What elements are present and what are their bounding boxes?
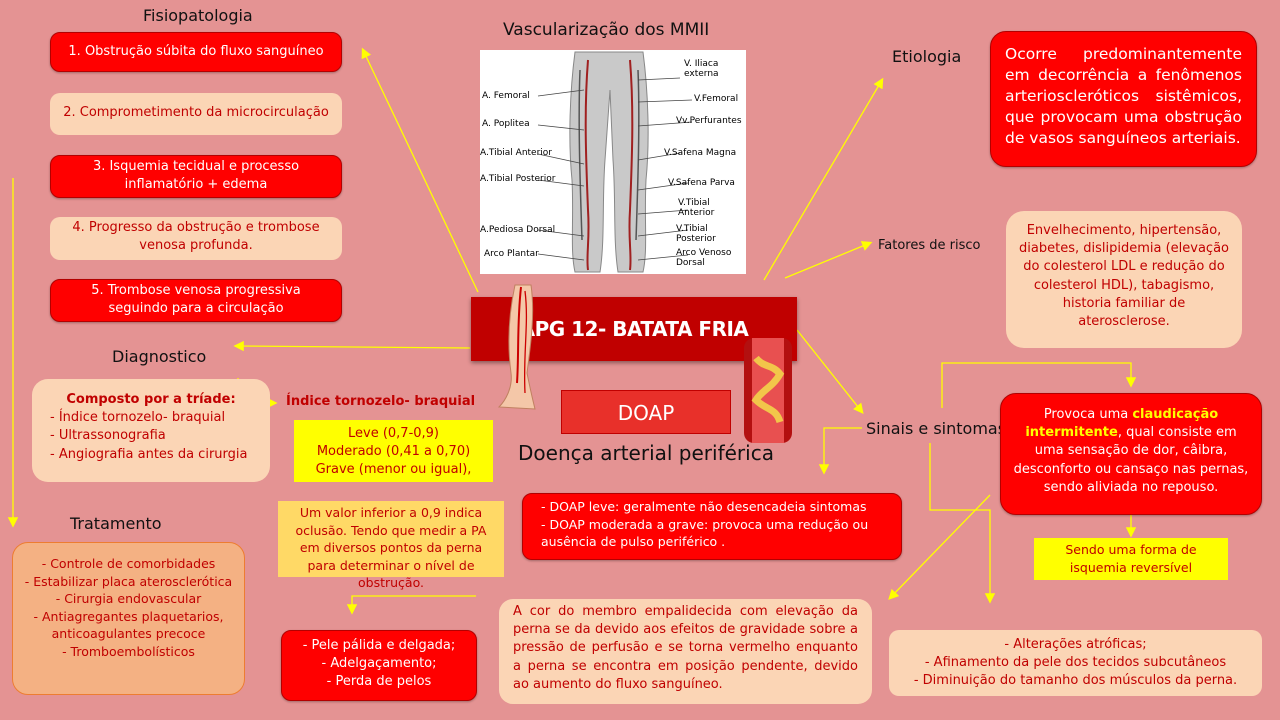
vessel-right-7: Arco Venoso Dorsal <box>676 249 736 269</box>
tratamento-item: Controle de comorbidades <box>19 555 238 573</box>
doap-severity-item: DOAP moderada a grave: provoca uma reduç… <box>541 516 889 551</box>
fisiopatologia-heading: Fisiopatologia <box>143 6 253 25</box>
itb-title: Índice tornozelo- braquial <box>286 394 475 409</box>
vessel-left-2: A.Tibial Anterior <box>480 149 552 158</box>
cor-membro-box: A cor do membro empalidecida com elevaçã… <box>499 599 872 704</box>
vessel-right-5: V.Tibial Anterior <box>678 199 728 219</box>
tratamento-heading: Tratamento <box>70 514 162 533</box>
diagnostico-item: Ultrassonografia <box>50 427 260 445</box>
claudicacao-prefix: Provoca uma <box>1044 407 1133 422</box>
itb-level-grave: Grave (menor ou igual), <box>298 461 489 479</box>
vessel-left-0: A. Femoral <box>482 92 530 101</box>
pele-item: Pele pálida e delgada; <box>288 637 470 655</box>
tratamento-item: Antiagregantes plaquetarios, anticoagula… <box>19 608 238 643</box>
leg-arteries-illustration <box>495 283 555 413</box>
itb-note: Um valor inferior a 0,9 indica oclusão. … <box>278 501 504 577</box>
doap-severity-box: DOAP leve: geralmente não desencadeia si… <box>522 493 902 560</box>
claudicacao-box: Provoca uma claudicação intermitente, qu… <box>1000 393 1262 515</box>
diagnostico-box: Composto por a tríade: Índice tornozelo-… <box>32 379 270 482</box>
atroficas-item: Diminuição do tamanho dos músculos da pe… <box>895 672 1256 690</box>
fisio-step-3: 3. Isquemia tecidual e processo inflamat… <box>50 155 342 198</box>
atroficas-item: Alterações atróficas; <box>895 636 1256 654</box>
itb-level-moderado: Moderado (0,41 a 0,70) <box>298 443 489 461</box>
vessel-right-3: V.Safena Magna <box>664 149 736 158</box>
diagnostico-item: Índice tornozelo- braquial <box>50 409 260 427</box>
tratamento-item: Estabilizar placa aterosclerótica <box>19 573 238 591</box>
tratamento-item: Tromboembolísticos <box>19 643 238 661</box>
diagnostico-title: Composto por a tríade: <box>42 391 260 409</box>
vessel-left-1: A. Poplitea <box>482 120 530 129</box>
vascularizacao-heading: Vascularização dos MMII <box>503 20 709 40</box>
pele-item: Adelgaçamento; <box>288 655 470 673</box>
isquemia-box: Sendo uma forma de isquemia reversível <box>1034 538 1228 580</box>
vessel-left-3: A.Tibial Posterior <box>480 175 555 184</box>
doap-box: DOAP <box>561 390 731 434</box>
atroficas-box: Alterações atróficas; Afinamento da pele… <box>889 630 1262 696</box>
artery-plaque-illustration <box>742 338 794 443</box>
etiologia-heading: Etiologia <box>892 47 961 66</box>
pele-box: Pele pálida e delgada; Adelgaçamento; Pe… <box>281 630 477 701</box>
vessel-right-6: V.Tibial Posterior <box>676 225 726 245</box>
fisio-step-4: 4. Progresso da obstrução e trombose ven… <box>50 217 342 260</box>
etiologia-box: Ocorre predominantemente em decorrência … <box>990 31 1257 167</box>
doap-subtitle: Doença arterial periférica <box>518 441 774 465</box>
tratamento-box: Controle de comorbidades Estabilizar pla… <box>12 542 245 695</box>
fisio-step-1: 1. Obstrução súbita do fluxo sanguíneo <box>50 32 342 72</box>
legs-vascular-image: A. Femoral A. Poplitea A.Tibial Anterior… <box>480 50 746 274</box>
vessel-right-0: V. Iliaca externa <box>684 60 744 80</box>
diagnostico-item: Angiografia antes da cirurgia <box>50 446 260 464</box>
fisio-step-2: 2. Comprometimento da microcirculação <box>50 93 342 135</box>
vessel-right-1: V.Femoral <box>694 95 738 104</box>
fisio-step-5: 5. Trombose venosa progressiva seguindo … <box>50 279 342 322</box>
vessel-left-4: A.Pediosa Dorsal <box>480 226 555 235</box>
vessel-left-5: Arco Plantar <box>484 250 539 259</box>
itb-level-leve: Leve (0,7-0,9) <box>298 425 489 443</box>
vessel-right-4: V.Safena Parva <box>668 179 735 188</box>
itb-levels-box: Leve (0,7-0,9) Moderado (0,41 a 0,70) Gr… <box>294 420 493 482</box>
sinais-heading: Sinais e sintomas <box>866 419 1006 438</box>
vessel-right-2: Vv.Perfurantes <box>676 117 742 126</box>
tratamento-item: Cirurgia endovascular <box>19 590 238 608</box>
atroficas-item: Afinamento da pele dos tecidos subcutâne… <box>895 654 1256 672</box>
fatores-risco-heading: Fatores de risco <box>878 238 980 253</box>
doap-severity-item: DOAP leve: geralmente não desencadeia si… <box>541 498 889 516</box>
fatores-risco-box: Envelhecimento, hipertensão, diabetes, d… <box>1006 211 1242 348</box>
diagnostico-heading: Diagnostico <box>112 347 206 366</box>
pele-item: Perda de pelos <box>288 673 470 691</box>
